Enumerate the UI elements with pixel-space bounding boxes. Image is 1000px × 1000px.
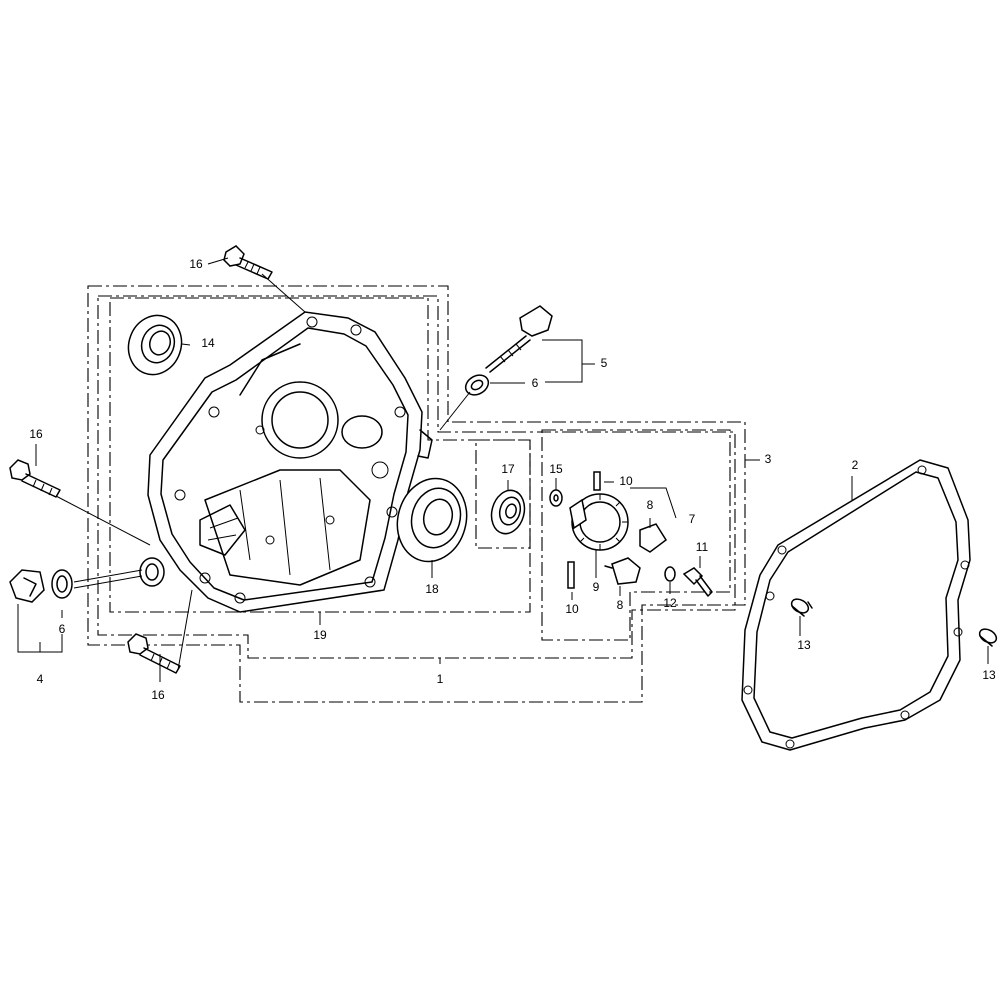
callout-16-left: 16 bbox=[29, 427, 43, 441]
callout-19: 19 bbox=[313, 628, 327, 642]
oil-seal-14 bbox=[127, 314, 183, 376]
callout-6-left: 6 bbox=[59, 622, 66, 636]
callout-16-top: 16 bbox=[189, 257, 203, 271]
callout-2: 2 bbox=[852, 458, 859, 472]
flange-bolt-16-top bbox=[223, 245, 273, 280]
group-frame-7 bbox=[541, 429, 731, 641]
governor-slider-8-bottom bbox=[604, 557, 641, 585]
callout-17: 17 bbox=[501, 462, 515, 476]
oil-level-gauge-5 bbox=[485, 305, 553, 373]
callout-7: 7 bbox=[689, 512, 696, 526]
callout-10-bottom: 10 bbox=[565, 602, 579, 616]
callout-9: 9 bbox=[593, 580, 600, 594]
washer-15 bbox=[549, 489, 563, 507]
governor-holder-pin-10-top bbox=[593, 471, 601, 491]
callout-14: 14 bbox=[201, 336, 215, 350]
callout-16-bottom: 16 bbox=[151, 688, 165, 702]
flange-bolt-16-bottom bbox=[127, 633, 181, 674]
callout-8-bottom: 8 bbox=[617, 598, 624, 612]
callout-15: 15 bbox=[549, 462, 563, 476]
washer-6-top bbox=[464, 374, 490, 396]
oil-filler-cap-4 bbox=[9, 569, 45, 603]
callout-labels: 1 2 3 4 5 6 6 7 8 8 9 10 10 11 12 13 13 … bbox=[29, 257, 996, 702]
callout-13-center: 13 bbox=[797, 638, 811, 652]
governor-holder-pin-10-bottom bbox=[567, 561, 575, 589]
washer-6-left bbox=[51, 569, 73, 599]
group-frame-3 bbox=[97, 295, 736, 659]
callout-11: 11 bbox=[696, 540, 709, 554]
ball-bearing-18 bbox=[396, 477, 468, 563]
callout-10-top: 10 bbox=[619, 474, 633, 488]
callout-13-right: 13 bbox=[982, 668, 996, 682]
governor-weight-8-top bbox=[639, 523, 668, 553]
callout-6-top: 6 bbox=[532, 376, 539, 390]
governor-shaft-11 bbox=[682, 567, 713, 597]
governor-gear-9 bbox=[569, 493, 629, 551]
dowel-pin-13-center bbox=[790, 598, 813, 617]
gasket-2 bbox=[741, 459, 971, 751]
leader-lines bbox=[17, 257, 989, 682]
callout-1: 1 bbox=[437, 672, 444, 686]
callout-8-top: 8 bbox=[647, 498, 654, 512]
clip-12 bbox=[664, 566, 676, 582]
group-frame-1 bbox=[87, 285, 746, 703]
callout-5: 5 bbox=[601, 356, 608, 370]
callout-18: 18 bbox=[425, 582, 439, 596]
ball-bearing-17 bbox=[490, 489, 526, 535]
dowel-pin-13-right bbox=[978, 628, 998, 647]
crankcase-cover bbox=[147, 311, 433, 613]
flange-bolt-16-left bbox=[9, 459, 61, 498]
callout-4: 4 bbox=[37, 672, 44, 686]
oil-seal-small-left bbox=[139, 557, 165, 587]
callout-12: 12 bbox=[663, 596, 677, 610]
group-frame-17 bbox=[475, 439, 531, 549]
callout-3: 3 bbox=[765, 452, 772, 466]
